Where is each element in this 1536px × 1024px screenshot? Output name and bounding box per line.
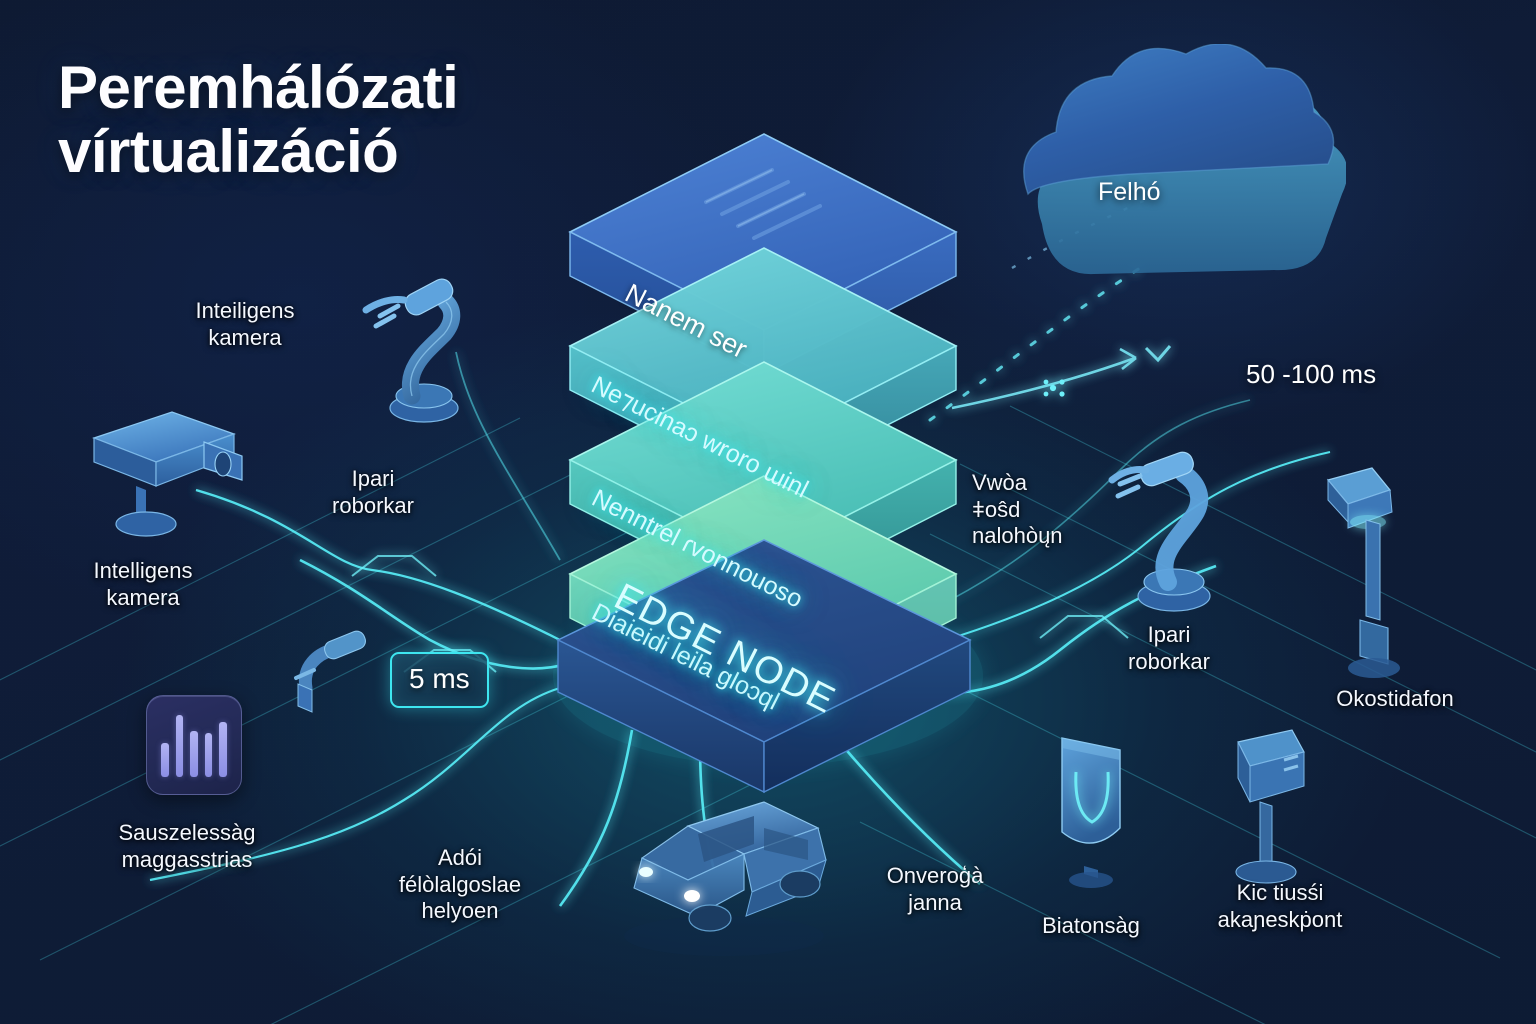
label-industrial-robot-right: Ipari roborkar <box>1128 622 1210 674</box>
robot-arm-icon <box>1108 451 1211 612</box>
label-autonomous-vehicle: Onveroģà janna <box>886 863 984 915</box>
cloud-uplink-dashed <box>928 266 1142 422</box>
stack-base-edge-node <box>556 539 972 794</box>
label-security: Biatonsàg <box>1042 913 1140 938</box>
bar-chart-icon <box>146 695 242 795</box>
label-smart-camera-top: Inteiligens kamera <box>195 298 295 350</box>
label-low-latency-point: Kic tiusśi akaɲeskṗont <box>1217 880 1343 932</box>
label-cloud-uplink: Vwòa ǂoŝd nalohòųn <box>972 470 1063 549</box>
uplink-node-dot <box>1043 379 1065 397</box>
label-local-processing: Adói félòlalgoslae helyoen <box>398 845 522 924</box>
shield-icon <box>1061 737 1121 888</box>
label-smart-lamp: Okostidafon <box>1336 686 1454 711</box>
robot-arm-icon <box>294 630 366 713</box>
cloud-label: Felhó <box>1098 178 1161 206</box>
label-bandwidth: Sauszelessàg maggasstrias <box>118 820 256 872</box>
streetlight-icon <box>1326 467 1400 678</box>
edge-node-stack: Nanem ser Ne⁊ucinaɔ wroro ɯinl Nenntrel … <box>553 116 983 794</box>
cloud-shape <box>1023 44 1346 275</box>
robot-arm-icon <box>362 278 461 423</box>
post-icon <box>1235 729 1305 884</box>
edge-latency-badge: 5 ms <box>390 652 489 708</box>
cloud-latency-badge: 50 -100 ms <box>1246 359 1377 389</box>
label-industrial-robot-left: Ipari roborkar <box>332 466 414 518</box>
page-title: Peremhálózati vírtualizáció <box>58 54 459 186</box>
label-smart-camera-left: Intelligens kamera <box>93 558 193 610</box>
uplink-arrow <box>951 345 1172 410</box>
car-icon <box>624 801 827 956</box>
camera-icon <box>92 411 243 537</box>
